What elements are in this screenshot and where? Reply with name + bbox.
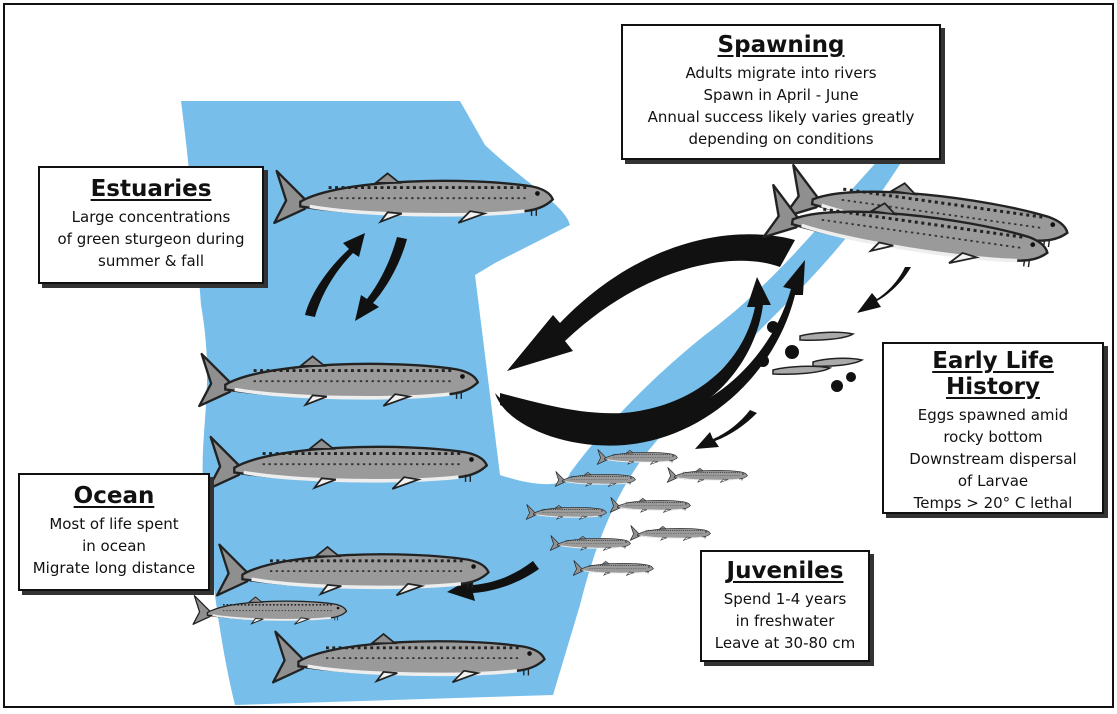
egg-icon [767,321,779,333]
spawning-line: Adults migrate into rivers [623,62,939,84]
egg-icon [846,372,856,382]
early-life-history-line: Temps > 20° C lethal [884,492,1102,514]
ocean-box: Ocean Most of life spent in ocean Migrat… [18,473,210,591]
early-life-history-line: Eggs spawned amid [884,404,1102,426]
estuaries-line: of green sturgeon during [40,228,262,250]
spawning-line: Annual success likely varies greatly [623,106,939,128]
larva-icon [813,358,862,366]
sturgeon-icon [630,526,710,541]
estuaries-box: Estuaries Large concentrations of green … [38,166,264,284]
early-life-history-box: Early Life History Eggs spawned amid roc… [882,342,1104,514]
early-life-history-title: Early Life History [884,348,1102,400]
larva-icon [773,366,830,374]
juveniles-line: in freshwater [702,610,868,632]
estuaries-line: Large concentrations [40,206,262,228]
sturgeon-icon [610,498,690,513]
estuaries-title: Estuaries [40,176,262,202]
estuaries-line: summer & fall [40,250,262,272]
ocean-line: in ocean [20,535,208,557]
sturgeon-life-cycle-diagram: Spawning Adults migrate into rivers Spaw… [3,3,1114,708]
early-life-history-line: Downstream dispersal [884,448,1102,470]
juveniles-title: Juveniles [702,558,868,584]
egg-icon [785,345,799,359]
sturgeon-icon [667,468,747,483]
early-life-history-line: rocky bottom [884,426,1102,448]
spawning-line: Spawn in April - June [623,84,939,106]
egg-icon [757,355,769,367]
spawning-line: depending on conditions [623,128,939,150]
larva-icon [800,332,853,340]
ocean-title: Ocean [20,483,208,509]
ocean-line: Migrate long distance [20,557,208,579]
early-life-history-line: of Larvae [884,470,1102,492]
spawning-box: Spawning Adults migrate into rivers Spaw… [621,24,941,160]
juveniles-line: Spend 1-4 years [702,588,868,610]
spawning-title: Spawning [623,32,939,58]
juveniles-line: Leave at 30-80 cm [702,632,868,654]
ocean-line: Most of life spent [20,513,208,535]
egg-icon [831,380,843,392]
migration-arrow-icon [857,267,911,313]
juveniles-box: Juveniles Spend 1-4 years in freshwater … [700,550,870,662]
eggs [757,321,856,392]
